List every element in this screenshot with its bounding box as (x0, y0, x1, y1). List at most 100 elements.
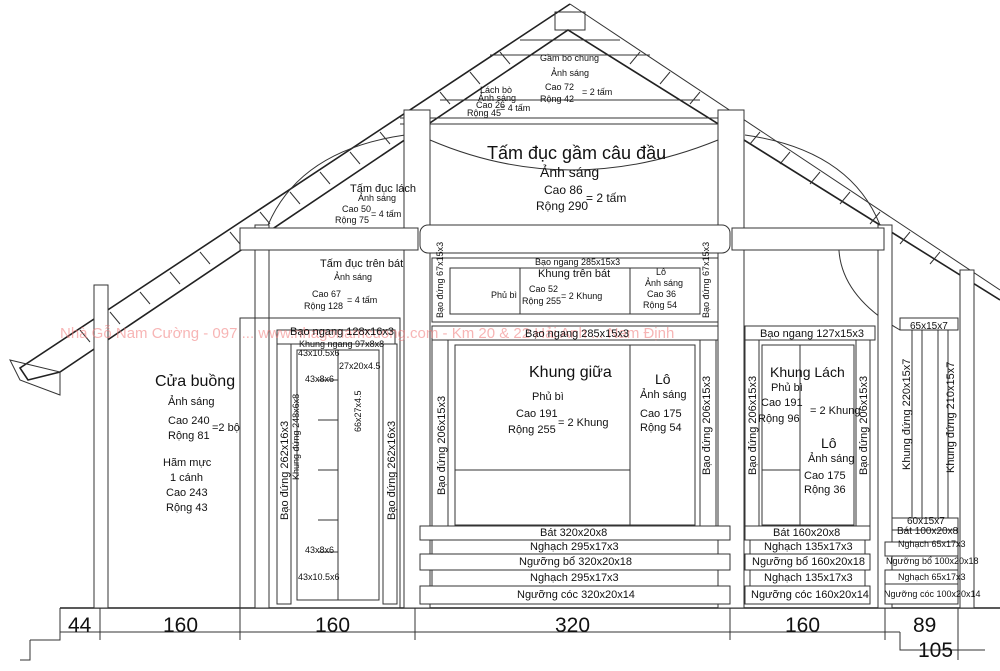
dimension-7: 105 (918, 639, 954, 662)
khung-lach-qty: = 2 Khung (810, 405, 861, 417)
lach-bo-label: Lách bò (480, 85, 513, 95)
right-lo-label: Lô (821, 435, 837, 451)
center-nghach-2: Nghạch 295x17x3 (530, 572, 619, 584)
khung-lach-phu-bi: Phủ bì (771, 382, 803, 394)
right-bao-dung-a: Bạo đứng 206x15x3 (747, 375, 759, 475)
gam-bo-chung-rong: Rộng 42 (540, 94, 575, 104)
tam-duc-lach-cao: Cao 50 (342, 204, 372, 214)
tam-duc-cau-dau-rong: Rộng 290 (536, 199, 589, 213)
right-bao-ngang: Bạo ngang 127x15x3 (760, 328, 864, 340)
right-nguong-bo: Ngưỡng bổ 160x20x18 (752, 556, 866, 568)
center-sill-stack (419, 525, 731, 605)
lo-label: Lô (655, 371, 671, 387)
center-bao-dung-b: Bạo đứng 206x15x3 (701, 375, 713, 475)
tie-beam (400, 117, 740, 125)
tam-duc-cau-dau-title: Tấm đục gầm câu đầu (487, 143, 667, 163)
tam-duc-cau-dau-qty: = 2 tấm (586, 191, 627, 205)
center-nghach-1: Nghạch 295x17x3 (530, 541, 619, 553)
khung-giua-title: Khung giữa (529, 364, 612, 381)
left-piece-43b-label: 43x8x6 (305, 545, 335, 555)
gam-bo-chung-cao: Cao 72 (545, 82, 575, 92)
dimension-line (60, 631, 985, 651)
lach-bo-light: Ảnh sáng (478, 93, 517, 103)
gam-bo-chung-qty: = 2 tấm (582, 87, 613, 97)
cua-buong-title: Cửa buồng (155, 373, 236, 390)
lach-bo-rong: Rộng 45 (467, 108, 502, 118)
lo-light: Ảnh sáng (640, 389, 687, 401)
step-left (20, 608, 61, 661)
ktb-rong: Rộng 255 (522, 296, 562, 306)
far-right-nguong-coc: Ngưỡng cóc 100x20x14 (884, 589, 981, 599)
khung-giua-phu-bi: Phủ bì (532, 391, 564, 403)
center-top-frame (431, 257, 719, 323)
center-bao-dung-small-b: Bạo đứng 67x15x3 (701, 241, 711, 318)
khung-tren-bat-label: Khung trên bát (538, 268, 611, 280)
far-right-post-a (911, 329, 923, 519)
lach-bo-cao: Cao 26 (476, 100, 506, 110)
left-bao-ngang (276, 329, 396, 345)
far-right-mid-label: 60x15x7 (907, 516, 945, 527)
ktb-cao: Cao 52 (529, 284, 559, 294)
center-bao-ngang-top: Bạo ngang 285x15x3 (535, 257, 621, 267)
khung-lach-frame (761, 344, 855, 526)
left-bao-dung-b: Bạo đứng 262x16x3 (386, 420, 398, 520)
left-bao-ngang-label: Bạo ngang 128x16x3 (290, 326, 394, 338)
dimension-2: 160 (163, 614, 199, 637)
roof-outline (18, 3, 1000, 381)
columns (93, 109, 975, 609)
center-bao-dung-small-a: Bạo đứng 67x15x3 (435, 241, 445, 318)
left-top-43-label: 43x10.5x6 (298, 348, 340, 358)
beam-center (419, 224, 731, 254)
tam-duc-tren-bat-title: Tấm đục trên bát (320, 258, 404, 270)
center-nguong-coc: Ngưỡng cóc 320x20x14 (517, 589, 635, 601)
beam-left (239, 227, 419, 251)
lo-rong: Rộng 54 (640, 422, 682, 434)
tam-duc-lach-qty: = 4 tấm (371, 209, 402, 219)
far-right-khung-dung-a: Khung đứng 220x15x7 (901, 358, 913, 470)
cua-buong-qty: =2 bộ (212, 422, 240, 434)
ham-muc-label: Hãm mực (163, 457, 212, 469)
left-bay (239, 317, 401, 609)
tam-duc-lach-light: Ảnh sáng (358, 193, 397, 203)
left-post-a (276, 343, 292, 605)
right-nguong-coc: Ngưỡng cóc 160x20x14 (751, 589, 869, 601)
left-khung-dung: Khung đứng 248x6x8 (291, 393, 301, 480)
khung-lach-cao: Cao 191 (761, 397, 803, 409)
khung-lach-title: Khung Lách (770, 364, 845, 380)
khung-lach-rong: Rộng 96 (758, 413, 800, 425)
khung-giua-qty: = 2 Khung (558, 417, 609, 429)
left-piece-66-label: 66x27x4.5 (353, 390, 363, 432)
cua-buong-rong: Rộng 81 (168, 430, 210, 442)
right-lo-rong: Rộng 36 (804, 484, 846, 496)
lo-top-label: Lô (656, 267, 667, 277)
beam-right (731, 227, 885, 251)
tam-duc-cau-dau-light: Ảnh sáng (540, 164, 600, 180)
khung-giua-cao: Cao 191 (516, 408, 558, 420)
right-nghach-2: Nghạch 135x17x3 (764, 572, 853, 584)
khung-tren-bat-frame (449, 267, 701, 315)
center-bao-ngang-mid: Bạo ngang 285x15x3 (525, 328, 629, 340)
tam-duc-tren-bat-light: Ảnh sáng (334, 272, 373, 282)
center-bao-ngang-mid (431, 325, 719, 341)
dimension-6: 89 (913, 614, 937, 637)
eave-left (9, 359, 61, 396)
left-bao-dung-a: Bạo đứng 262x16x3 (279, 420, 291, 520)
ham-muc-cao: Cao 243 (166, 487, 208, 499)
tam-duc-curve (429, 139, 719, 171)
ktb-phu-bi: Phủ bì (491, 290, 518, 300)
khung-giua-rong: Rộng 255 (508, 424, 556, 436)
lo-top-light: Ảnh sáng (645, 278, 684, 288)
dimension-4: 320 (555, 614, 591, 637)
right-sill-stack (744, 525, 871, 605)
lo-top-rong: Rộng 54 (643, 300, 678, 310)
rafters-right (629, 51, 971, 285)
lach-bo-qty: = 4 tấm (500, 103, 531, 113)
ktb-qty: = 2 Khung (561, 291, 603, 301)
khung-lach-dividers (762, 345, 801, 525)
gam-bo-chung-light: Ảnh sáng (551, 68, 590, 78)
khung-giua-frame (454, 344, 696, 526)
dimension-3: 160 (315, 614, 351, 637)
right-bat: Bát 160x20x8 (773, 527, 841, 539)
